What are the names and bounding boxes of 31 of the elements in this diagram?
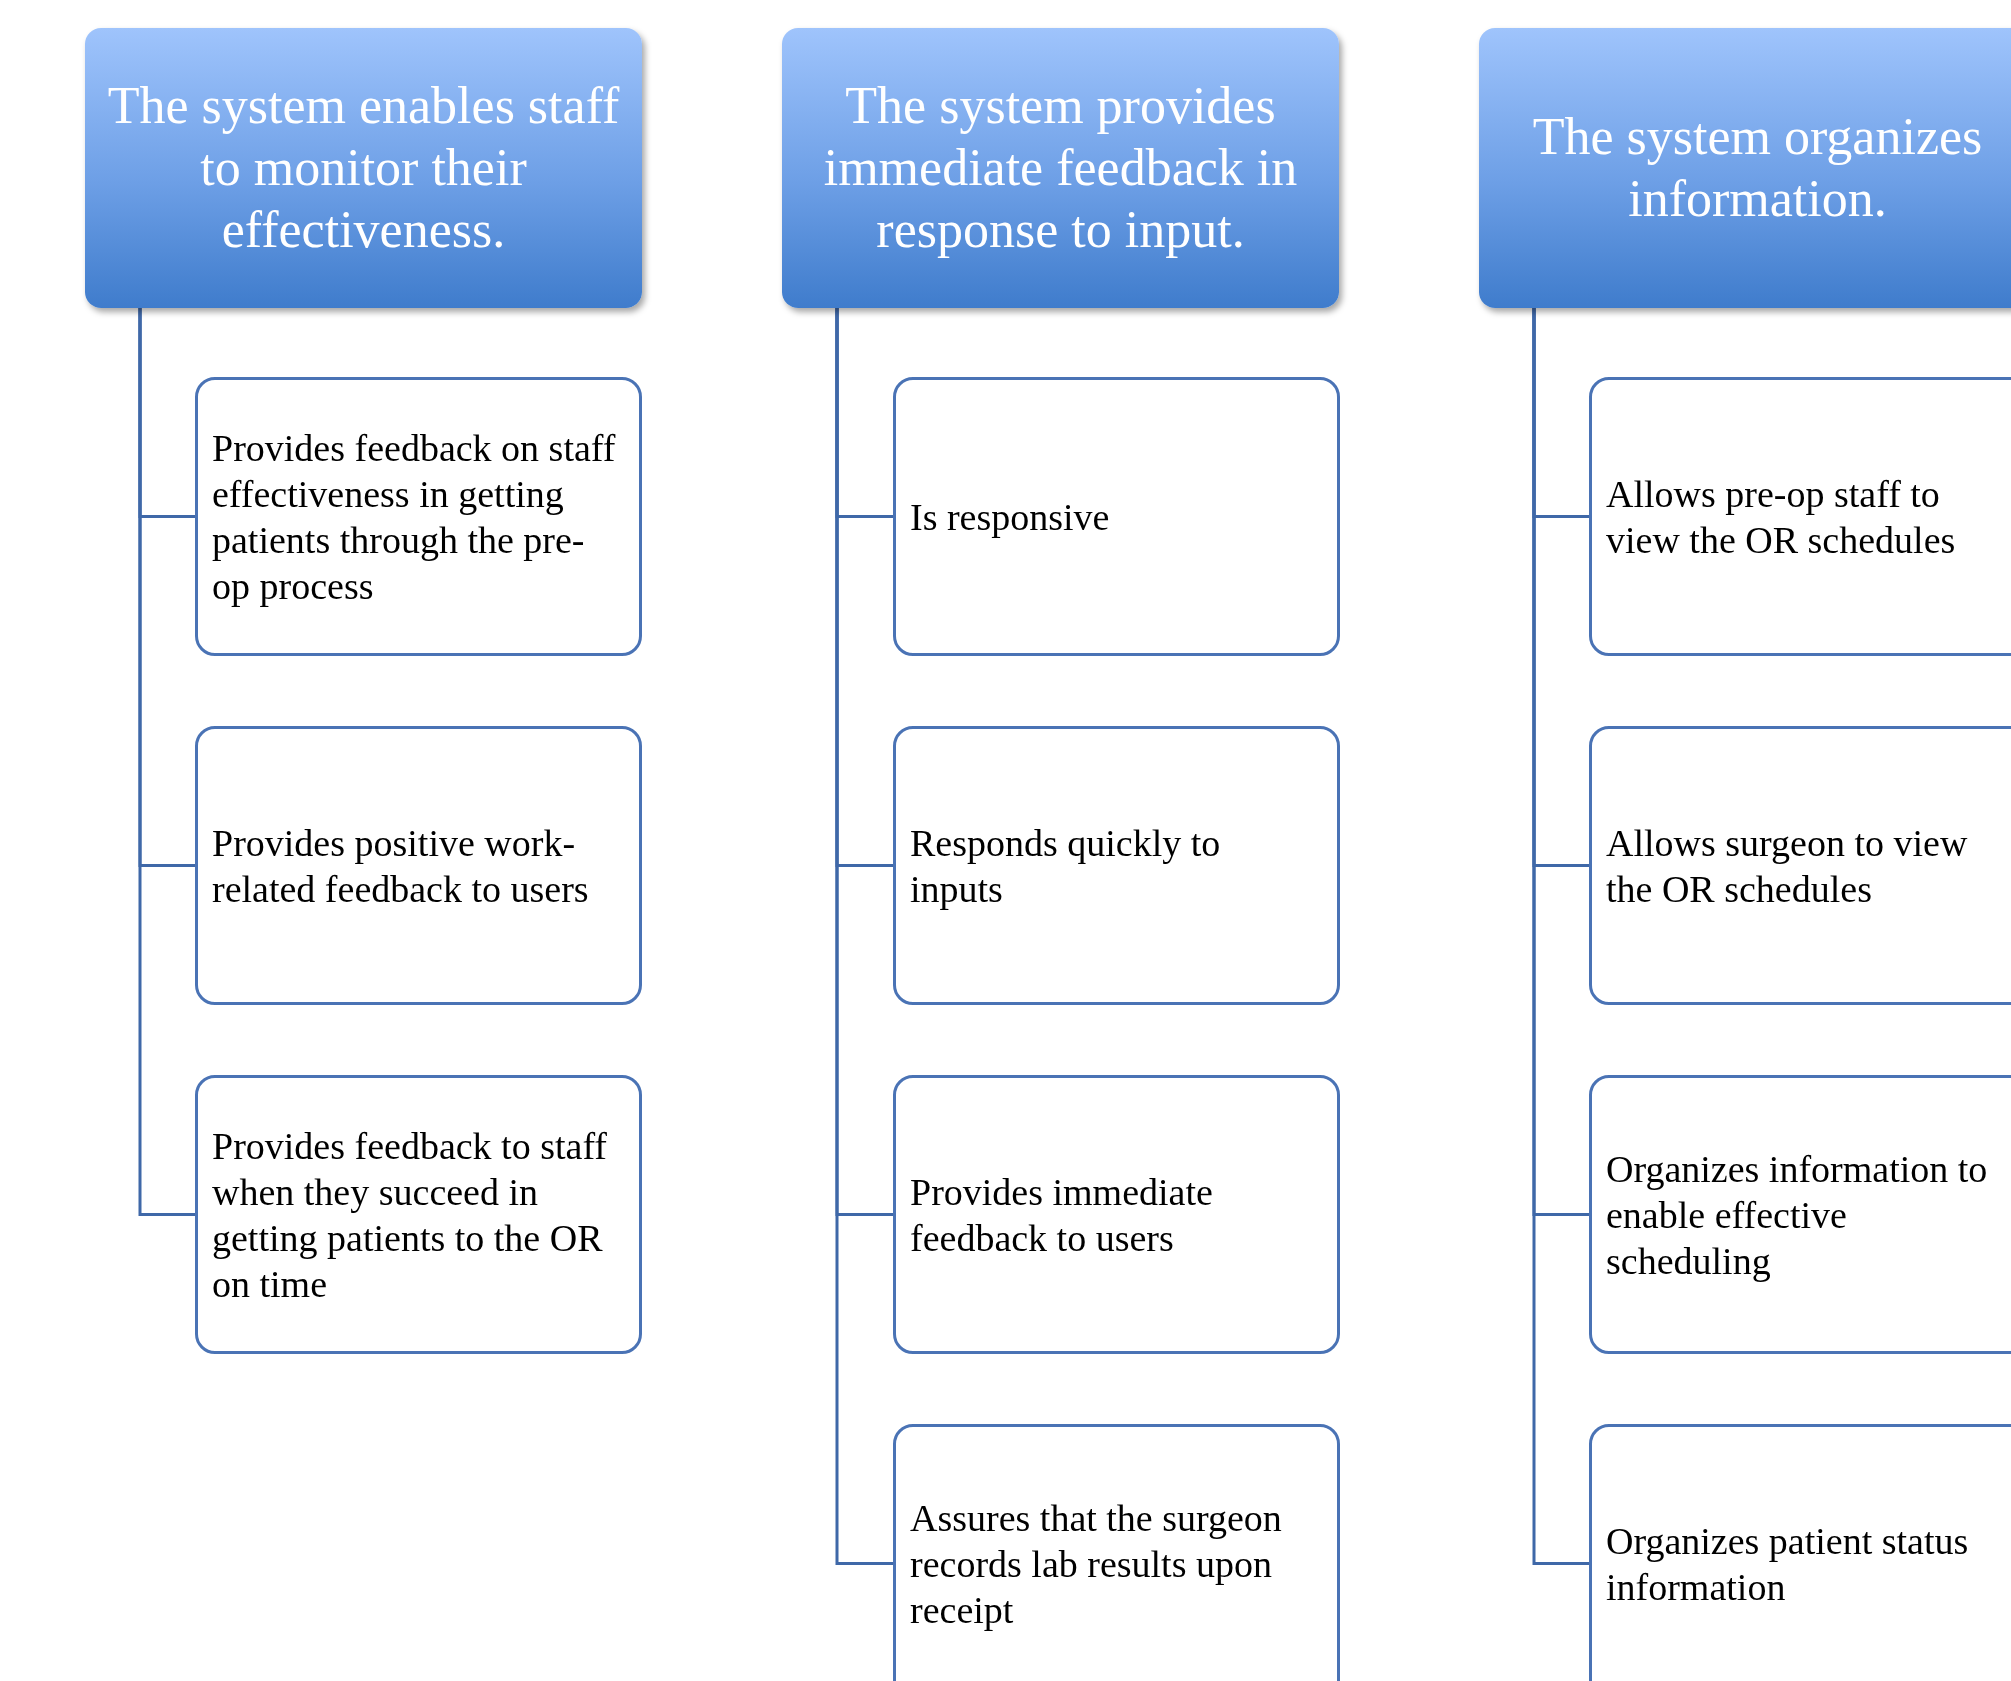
header-box [782, 28, 1339, 308]
item-text: Provides positive work-related feedback to users [212, 820, 590, 912]
item-text: Allows surgeon to view the OR schedules [1606, 820, 1969, 912]
connector-line [138, 308, 195, 1216]
header-text: The system organizes information. [1531, 107, 1984, 229]
header-box [1479, 28, 2011, 308]
item-box [195, 377, 642, 656]
header-text: The system enables staff to monitor their effectiveness. [106, 76, 621, 260]
item-box [1589, 1424, 2011, 1681]
item-text: Provides feedback to staff when they succeed in getting patients to the OR on time [212, 1123, 608, 1307]
item-box [195, 726, 642, 1005]
item-text: Assures that the surgeon records lab results upon receipt [910, 1495, 1283, 1633]
item-text: Provides immediate feedback to users [910, 1169, 1214, 1261]
item-box [195, 1075, 642, 1354]
item-text: Allows pre-op staff to view the OR schedules [1606, 471, 1957, 563]
item-box [893, 1424, 1340, 1681]
header-text: The system provides immediate feedback in response to input. [822, 76, 1299, 260]
item-text: Provides feedback on staff effectiveness in getting patients through the pre-op process [212, 425, 617, 609]
connector-line [1532, 308, 1589, 1565]
item-box [893, 377, 1340, 656]
item-text: Organizes information to enable effective scheduling [1606, 1146, 1989, 1284]
connector-line [835, 308, 893, 1565]
item-text: Responds quickly to inputs [910, 820, 1222, 912]
header-box [85, 28, 642, 308]
item-box [1589, 726, 2011, 1005]
item-text: Organizes patient status information [1606, 1518, 1970, 1610]
item-box [893, 1075, 1340, 1354]
item-box [893, 726, 1340, 1005]
item-text: Is responsive [910, 494, 1110, 540]
item-box [1589, 377, 2011, 656]
item-box [1589, 1075, 2011, 1354]
